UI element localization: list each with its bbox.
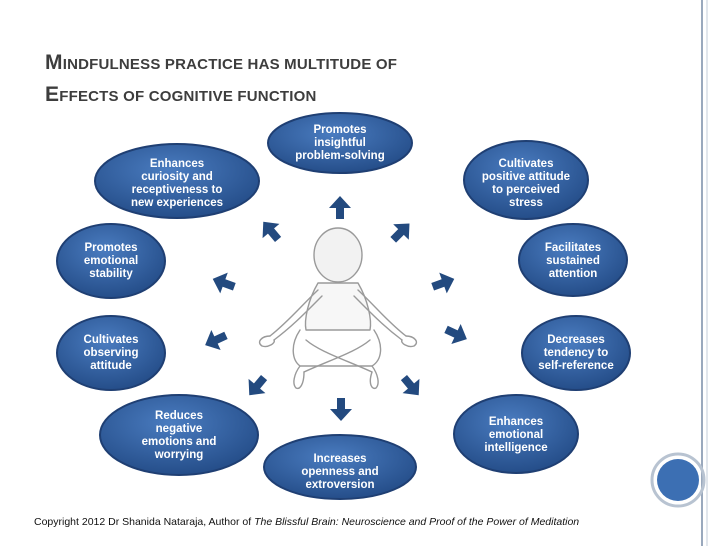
node-label-insightful: Promotes insightful problem-solving <box>295 124 385 162</box>
node-label-positive-attitude: Cultivates positive attitude to perceive… <box>481 158 571 209</box>
node-curiosity <box>94 143 260 219</box>
node-label-observing: Cultivates observing attitude <box>83 334 139 372</box>
node-label-emotional-intelligence: Enhances emotional intelligence <box>484 416 548 454</box>
node-sustained-attention <box>518 223 628 297</box>
node-label-curiosity: Enhances curiosity and receptiveness to … <box>130 158 224 209</box>
arrow-up-right <box>390 223 410 243</box>
node-positive-attitude <box>463 140 589 220</box>
arrow-down-left <box>248 375 268 396</box>
node-label-openness: Increases openness and extroversion <box>301 453 379 491</box>
slide-title: MINDFULNESS PRACTICE HAS MULTITUDE OF EF… <box>45 51 398 106</box>
node-label-sustained-attention: Facilitates sustained attention <box>544 242 602 280</box>
meditating-figure-icon <box>258 227 418 390</box>
decorative-corner-circle <box>650 452 706 508</box>
copyright-footer: Copyright 2012 Dr Shanida Nataraja, Auth… <box>34 516 580 528</box>
node-observing <box>56 315 166 391</box>
arrow-left-lower <box>205 330 228 350</box>
slide-border-decoration <box>701 0 708 546</box>
node-label-negative-emotions: Reduces negative emotions and worrying <box>141 410 217 461</box>
arrow-right-lower <box>444 324 467 344</box>
arrow-up <box>329 196 351 219</box>
node-openness <box>263 434 417 500</box>
arrow-right-upper <box>431 272 455 294</box>
node-insightful <box>267 112 413 174</box>
arrow-up-left <box>262 221 282 242</box>
node-label-self-reference: Decreases tendency to self-reference <box>538 334 614 372</box>
arrow-down-right <box>400 375 420 396</box>
node-emotional-intelligence <box>453 394 579 474</box>
node-self-reference <box>521 315 631 391</box>
arrow-left-upper <box>212 272 236 294</box>
node-label-emotional-stability: Promotes emotional stability <box>83 242 139 280</box>
node-emotional-stability <box>56 223 166 299</box>
book-title: The Blissful Brain: Neuroscience and Pro… <box>254 516 580 528</box>
arrow-down <box>330 398 352 421</box>
node-negative-emotions <box>99 394 259 476</box>
